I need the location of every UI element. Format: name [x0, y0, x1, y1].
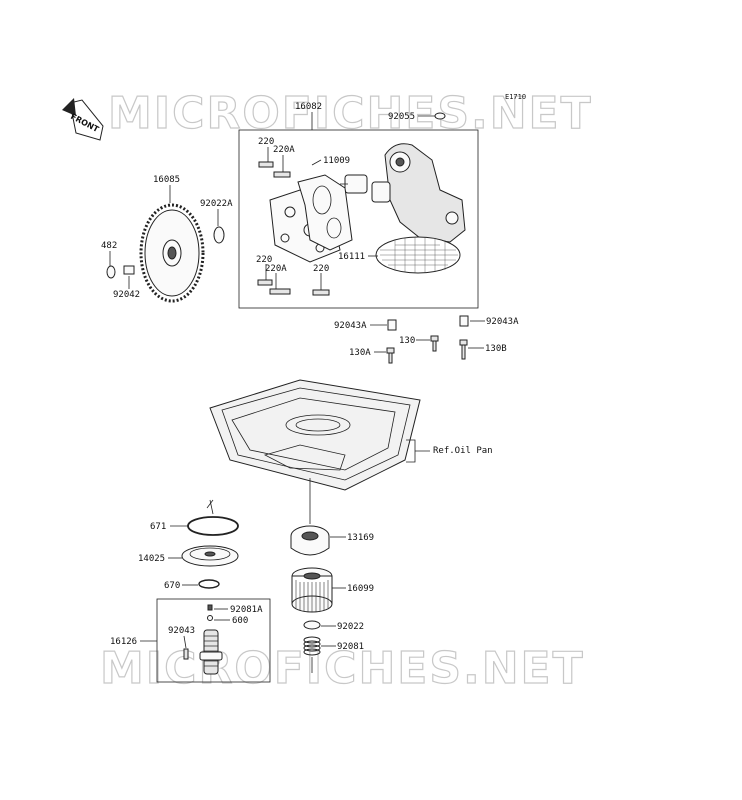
- bolt-130: [430, 335, 439, 352]
- label-220-bottom-right: 220: [313, 264, 329, 274]
- o-ring-671: [187, 516, 239, 536]
- oil-filter-16099: [291, 567, 333, 613]
- spring-92081: [303, 636, 321, 656]
- pin-92042: [123, 265, 135, 275]
- relief-valve: [199, 629, 223, 675]
- bolts-220-bottom: [257, 279, 330, 296]
- bolts-220-top: [258, 161, 291, 178]
- label-130: 130: [399, 336, 415, 346]
- label-671: 671: [150, 522, 166, 532]
- watermark-top: MICROFICHES.NET: [108, 88, 593, 139]
- label-92043A-left: 92043A: [334, 321, 367, 331]
- label-92043A-right: 92043A: [486, 317, 519, 327]
- bolt-130A: [386, 347, 395, 364]
- washer-92055: [434, 112, 446, 120]
- circlip-482: [106, 265, 116, 279]
- oil-pump-gear-16085: [139, 203, 205, 303]
- label-92022: 92022: [337, 622, 364, 632]
- oil-pan-reference: [209, 379, 421, 491]
- washer-92022A: [213, 226, 225, 244]
- watermark-bottom: MICROFICHES.NET: [100, 643, 585, 694]
- filter-cover-14025: [181, 545, 239, 567]
- dowel-92043A-left: [387, 319, 397, 331]
- label-600: 600: [232, 616, 248, 626]
- pin-92043: [183, 648, 189, 660]
- dowel-92043A-right: [459, 315, 469, 327]
- label-ref-oil-pan: Ref.Oil Pan: [433, 446, 493, 456]
- label-14025: 14025: [138, 554, 165, 564]
- label-220-top: 220: [258, 137, 274, 147]
- label-220A-bottom: 220A: [265, 264, 287, 274]
- oil-pump-body: [340, 143, 466, 243]
- label-92022A: 92022A: [200, 199, 233, 209]
- label-220A-top: 220A: [273, 145, 295, 155]
- label-16085: 16085: [153, 175, 180, 185]
- magnet-13169: [290, 525, 330, 556]
- ball-92081A: [207, 604, 213, 611]
- gasket-11009: [297, 174, 353, 251]
- bolt-130B: [459, 339, 468, 360]
- label-16099: 16099: [347, 584, 374, 594]
- pump-assembly-box: [238, 129, 479, 309]
- label-130B: 130B: [485, 344, 507, 354]
- diagram-code: E1710: [505, 93, 526, 101]
- label-16126: 16126: [110, 637, 137, 647]
- label-220-bottom-left: 220: [256, 255, 272, 265]
- label-92081A: 92081A: [230, 605, 263, 615]
- label-482: 482: [101, 241, 117, 251]
- label-16111: 16111: [338, 252, 365, 262]
- label-11009: 11009: [323, 156, 350, 166]
- label-92042: 92042: [113, 290, 140, 300]
- label-16082: 16082: [295, 102, 322, 112]
- label-670: 670: [164, 581, 180, 591]
- label-13169: 13169: [347, 533, 374, 543]
- label-130A: 130A: [349, 348, 371, 358]
- o-ring-600: [207, 615, 213, 621]
- label-92043: 92043: [168, 626, 195, 636]
- o-ring-670: [198, 579, 220, 589]
- relief-valve-box: [156, 598, 271, 683]
- label-92055: 92055: [388, 112, 415, 122]
- label-92081: 92081: [337, 642, 364, 652]
- front-arrow-icon: FRONT: [62, 98, 104, 141]
- washer-92022: [303, 620, 321, 630]
